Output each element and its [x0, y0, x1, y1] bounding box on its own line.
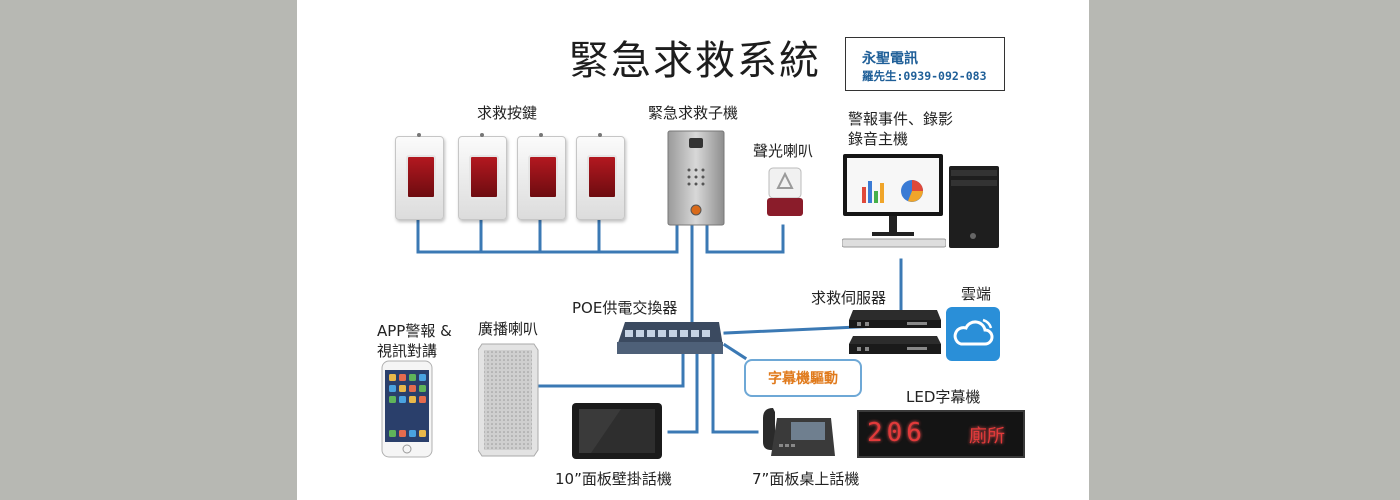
- display-driver-box: 字幕機驅動: [744, 359, 862, 397]
- column-speaker-icon: [478, 343, 539, 457]
- company-contact: 羅先生:0939-092-083: [862, 69, 987, 83]
- pc-tower-icon: [949, 166, 999, 248]
- led-display-label: LED字幕機: [906, 388, 981, 406]
- diagram-canvas: 緊急求救系統 永聖電訊 羅先生:0939-092-083 求救按鍵 緊急求救子機…: [297, 0, 1089, 500]
- recorder-label-line1: 警報事件、錄影: [848, 110, 954, 128]
- diagram-title: 緊急求救系統: [569, 38, 821, 84]
- help-server-label: 求救伺服器: [811, 289, 887, 307]
- help-button-icon: [517, 133, 566, 220]
- recorder-label-line2: 錄音主機: [848, 130, 909, 148]
- desk-panel-label: 7”面板桌上話機: [752, 470, 860, 488]
- led-room: 廁所: [969, 426, 1005, 447]
- server-icon: [849, 310, 941, 354]
- led-number: 206: [867, 418, 926, 448]
- company-box: 永聖電訊 羅先生:0939-092-083: [845, 37, 1005, 91]
- display-driver-label: 字幕機驅動: [768, 371, 838, 387]
- help-button-icon: [576, 133, 625, 220]
- cloud-label: 雲端: [961, 285, 992, 303]
- poe-switch-label: POE供電交換器: [572, 299, 678, 317]
- led-sign-icon: 206 廁所: [857, 410, 1025, 458]
- emergency-intercom-icon: [667, 130, 725, 226]
- strobe-siren-icon: [767, 167, 803, 216]
- help-button-icon: [458, 133, 507, 220]
- app-label-line2: 視訊對講: [377, 342, 438, 360]
- desk-phone-icon: [763, 408, 835, 456]
- app-label-line1: APP警報 &: [377, 322, 452, 340]
- strobe-speaker-label: 聲光喇叭: [753, 142, 814, 160]
- smartphone-icon: [381, 360, 433, 458]
- cloud-icon: [946, 307, 1000, 361]
- monitor-icon: [842, 154, 946, 248]
- broadcast-speaker-label: 廣播喇叭: [478, 320, 539, 338]
- network-switch-icon: [617, 322, 723, 354]
- emergency-unit-label: 緊急求救子機: [648, 104, 739, 122]
- help-buttons-label: 求救按鍵: [477, 104, 538, 122]
- company-name: 永聖電訊: [862, 51, 918, 67]
- wall-panel-label: 10”面板壁掛話機: [555, 470, 672, 488]
- tablet-icon: [572, 403, 662, 459]
- help-button-icon: [395, 133, 444, 220]
